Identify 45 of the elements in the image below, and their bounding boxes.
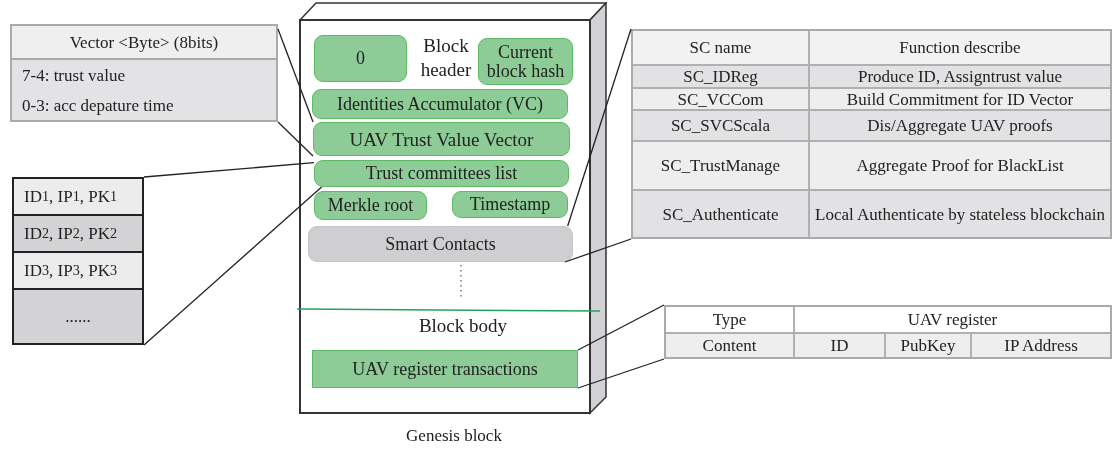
leader-line (277, 121, 314, 157)
table-cell: Type (666, 307, 795, 334)
table-cell: SC name (633, 31, 810, 66)
header-field-box: Merkle root (314, 191, 427, 220)
table-cell: SC_TrustManage (633, 142, 810, 191)
leader-line (567, 28, 632, 227)
table-cell: Produce ID, Assigntrust value (810, 66, 1110, 89)
leader-line (143, 186, 323, 346)
table-cell: SC_VCCom (633, 89, 810, 111)
section-label: Block header (419, 34, 473, 82)
table-cell: 0-3: acc depature time (12, 90, 276, 120)
body-field-box: UAV register transactions (312, 350, 578, 388)
table-cell: SC_IDReg (633, 66, 810, 89)
block-caption: Genesis block (405, 424, 503, 446)
table-cell: ...... (14, 290, 142, 343)
id-list-table (12, 177, 144, 345)
table-cell: PubKey (886, 334, 972, 357)
table-cell: Vector <Byte> (8bits) (12, 26, 276, 60)
section-label: Block body (417, 314, 509, 338)
table-cell: Build Commitment for ID Vector (810, 89, 1110, 111)
table-cell: IP Address (972, 334, 1110, 357)
table-cell: 7-4: trust value (12, 60, 276, 90)
table-cell: Function describe (810, 31, 1110, 66)
smart-contracts-box: Smart Contacts (308, 226, 573, 262)
header-field-box: Identities Accumulator (VC) (312, 89, 568, 119)
leader-line (577, 304, 665, 351)
leader-line (564, 238, 632, 263)
leader-line (577, 358, 665, 389)
header-field-box: Trust committees list (314, 160, 569, 187)
header-field-box: 0 (314, 35, 407, 82)
header-field-box: UAV Trust Value Vector (313, 122, 570, 156)
leader-line (143, 162, 315, 178)
data-table (664, 305, 1112, 359)
data-table (10, 24, 278, 122)
table-cell: Dis/Aggregate UAV proofs (810, 111, 1110, 142)
table-cell: ID (795, 334, 886, 357)
header-field-box: Timestamp (452, 191, 568, 218)
table-cell: SC_SVCScala (633, 111, 810, 142)
data-table (631, 29, 1112, 239)
header-field-box: Current block hash (478, 38, 573, 85)
table-cell: Aggregate Proof for BlackList (810, 142, 1110, 191)
table-cell: Content (666, 334, 795, 357)
leader-line (277, 28, 314, 123)
table-cell: Local Authenticate by stateless blockchain (810, 191, 1110, 237)
table-cell: SC_Authenticate (633, 191, 810, 237)
